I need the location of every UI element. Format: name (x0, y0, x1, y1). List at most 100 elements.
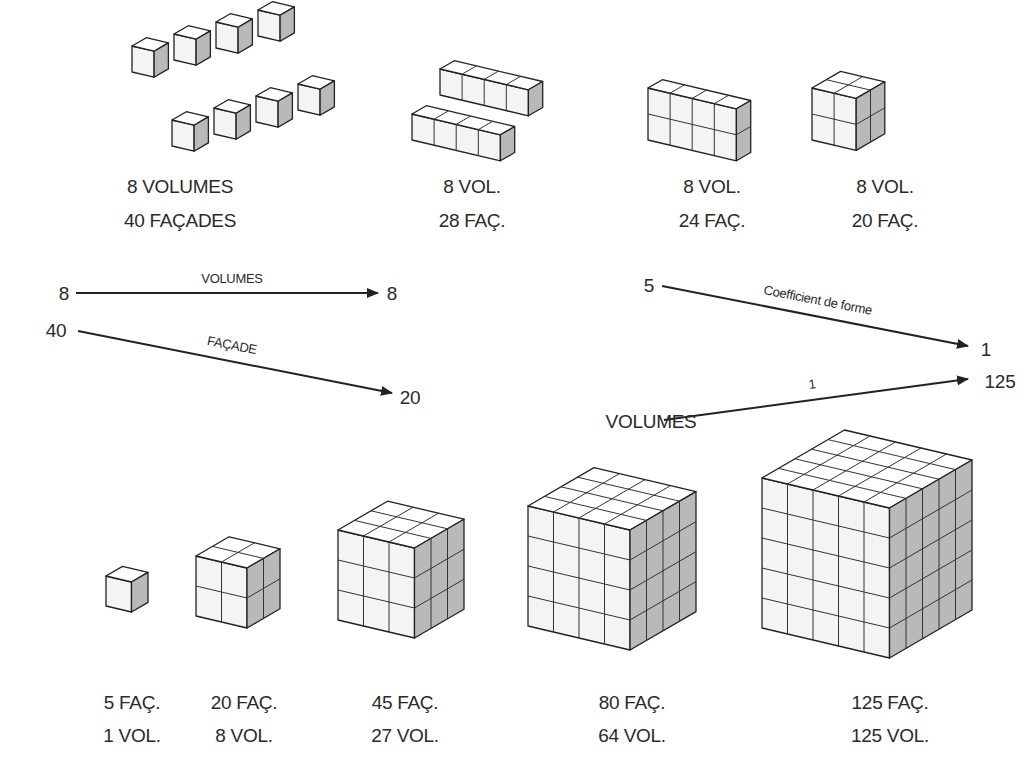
facade-count: 40 FAÇADES (124, 211, 236, 230)
cube-face (500, 127, 514, 161)
cube-edge (762, 538, 890, 568)
cube-edge (462, 74, 463, 100)
cube-edge (196, 586, 247, 598)
cube-edge (826, 80, 870, 90)
end-value: 8 (387, 284, 397, 303)
cube-face (154, 43, 168, 77)
volumes-arrow (664, 379, 968, 420)
cube-edge (787, 484, 788, 634)
end-value: 1 (981, 340, 991, 359)
cube-edge (478, 121, 492, 129)
cube-edge (578, 477, 680, 501)
cube-edge (484, 71, 498, 79)
cube-face (196, 31, 210, 65)
cube-edge (648, 114, 736, 135)
facade-count: 5 FAÇ. (104, 693, 160, 712)
cube-edge (528, 596, 630, 620)
cube-face (278, 93, 292, 127)
cube-edge (890, 520, 973, 568)
cube-edge (528, 536, 630, 560)
cube-group (106, 2, 972, 658)
cube-edge (434, 111, 448, 119)
cube-face (762, 478, 890, 658)
cube-edge (338, 560, 415, 578)
cube-edge (856, 108, 885, 125)
cube-edge (812, 114, 856, 124)
cube-edge (736, 127, 750, 135)
facade-count: 80 FAÇ. (599, 693, 666, 712)
cube-edge (838, 496, 839, 646)
cube-face (528, 506, 630, 650)
arrow-label: 1 (808, 377, 817, 391)
arrow-label: VOLUMES (201, 272, 262, 285)
facade-arrow (78, 331, 392, 393)
volume-count: 64 VOL. (598, 726, 666, 745)
cube-edge (431, 538, 432, 628)
cube-edge (434, 119, 435, 145)
cube-face (247, 549, 280, 628)
cube-edge (828, 440, 956, 470)
arrow-label: FAÇADE (206, 334, 258, 356)
cube-edge (363, 536, 364, 626)
start-value: 8 (59, 284, 69, 303)
facade-count: 125 FAÇ. (852, 693, 929, 712)
cube-face (528, 82, 542, 116)
volume-count: 8 VOLUMES (127, 177, 233, 196)
cube-edge (447, 529, 448, 619)
cube-edge (762, 598, 890, 628)
cube-edge (545, 496, 647, 520)
volume-count: 8 VOL. (215, 726, 272, 745)
cube-edge (890, 550, 973, 598)
facade-count: 20 FAÇ. (211, 693, 278, 712)
cube-edge (456, 124, 457, 150)
end-value: 20 (400, 388, 421, 407)
cube-edge (247, 579, 280, 598)
cube-edge (795, 459, 923, 489)
cube-edge (890, 580, 973, 628)
cube-edge (630, 522, 696, 560)
cube-edge (906, 498, 907, 648)
cube-edge (364, 507, 414, 536)
arrow-label: Coefficient de forme (763, 283, 874, 317)
volume-count: 8 VOL. (683, 177, 740, 196)
volume-count: 8 VOL. (443, 177, 500, 196)
cube-edge (478, 130, 479, 156)
cube-face (890, 460, 973, 658)
cube-edge (812, 449, 940, 479)
cube-face (194, 117, 208, 151)
cube-face (280, 7, 294, 41)
volume-count: 27 VOL. (371, 726, 439, 745)
start-value: VOLUMES (606, 412, 697, 431)
volume-count: 125 VOL. (851, 726, 929, 745)
start-value: 40 (46, 321, 67, 340)
cube-face (415, 519, 465, 638)
cube-edge (371, 511, 448, 529)
cube-face (856, 82, 885, 151)
cube-edge (630, 552, 696, 590)
cube-edge (484, 79, 485, 105)
cube-edge (670, 85, 684, 93)
cube-face (736, 101, 750, 161)
cube-edge (506, 76, 520, 84)
facade-count: 28 FAÇ. (439, 211, 506, 230)
cube-face (238, 19, 252, 53)
cube-edge (561, 487, 663, 511)
facade-count: 20 FAÇ. (852, 211, 919, 230)
cube-edge (762, 568, 890, 598)
volume-count: 8 VOL. (856, 177, 913, 196)
facade-count: 24 FAÇ. (679, 211, 746, 230)
cube-edge (389, 542, 390, 632)
cube-edge (779, 468, 907, 498)
volume-count: 1 VOL. (103, 726, 160, 745)
cube-edge (415, 579, 465, 608)
cube-edge (939, 479, 940, 629)
cube-face (412, 106, 515, 135)
cube-edge (528, 566, 630, 590)
cube-edge (355, 520, 432, 538)
cube-edge (922, 489, 923, 639)
volumes-arrow (76, 292, 378, 294)
cube-edge (506, 85, 507, 111)
cube-edge (213, 546, 264, 558)
